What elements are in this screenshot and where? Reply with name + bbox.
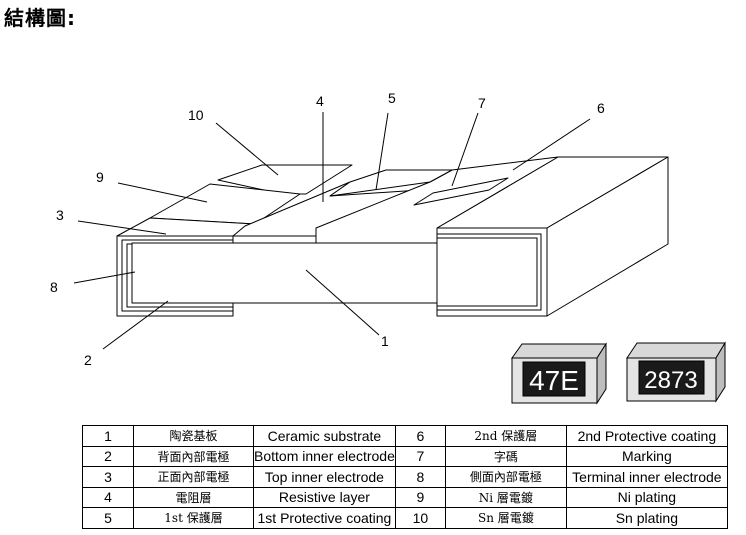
callout-4: 4 (316, 93, 324, 109)
callout-6: 6 (597, 100, 605, 116)
second-protective-coating (329, 169, 453, 197)
item-number: 3 (82, 466, 134, 488)
component-table: 1 陶瓷基板 Ceramic substrate 6 2nd 保護層 2nd P… (82, 425, 728, 529)
chip-marking-text: 2873 (644, 367, 697, 394)
table-row: 1 陶瓷基板 Ceramic substrate 6 2nd 保護層 2nd P… (82, 425, 728, 447)
page-title: 結構圖: (4, 6, 76, 30)
item-name-en: Top inner electrode (253, 466, 396, 488)
item-number: 5 (82, 507, 134, 529)
item-number: 9 (394, 486, 446, 508)
item-name-en: Marking (565, 445, 728, 467)
callout-7: 7 (478, 95, 486, 111)
leader-line-3 (77, 220, 167, 235)
item-number: 8 (394, 466, 446, 488)
item-name-zh: 陶瓷基板 (133, 425, 254, 447)
item-name-zh: Sn 層電鍍 (444, 507, 567, 529)
item-name-zh: 正面內部電極 (133, 466, 254, 488)
item-name-zh: 1st 保護層 (133, 507, 254, 529)
leader-line-9 (117, 182, 208, 203)
item-number: 2 (82, 445, 134, 467)
leader-line-8 (73, 271, 136, 284)
leader-line-7 (451, 112, 479, 187)
table-row: 4 電阻層 Resistive layer 9 Ni 層電鍍 Ni platin… (82, 486, 728, 508)
item-number: 6 (394, 425, 446, 447)
item-number: 10 (394, 507, 446, 529)
chip-marking-2873: 2873 (626, 341, 726, 403)
item-name-zh: 電阻層 (133, 486, 254, 508)
right-terminal-front (436, 227, 548, 317)
marking-slot (413, 177, 509, 206)
item-name-en: Resistive layer (253, 486, 396, 508)
leader-line-5 (375, 112, 389, 191)
leader-line-10 (215, 122, 279, 176)
item-name-en: Terminal inner electrode (565, 466, 728, 488)
table-row: 3 正面內部電極 Top inner electrode 8 側面內部電極 Te… (82, 466, 728, 488)
item-name-en: Bottom inner electrode (253, 445, 396, 467)
callout-8: 8 (50, 279, 58, 295)
table-row: 5 1st 保護層 1st Protective coating 10 Sn 層… (82, 507, 728, 529)
item-name-en: 2nd Protective coating (565, 425, 728, 447)
right-terminal-inner (437, 233, 542, 311)
callout-2: 2 (84, 352, 92, 368)
leader-line-1 (305, 269, 380, 336)
chip-marking-47e: 47E (511, 342, 607, 405)
leader-line-6 (512, 118, 591, 171)
callout-10: 10 (188, 107, 204, 123)
callout-5: 5 (388, 90, 396, 106)
item-name-en: Ceramic substrate (253, 425, 396, 447)
item-name-zh: 側面內部電極 (444, 466, 567, 488)
callout-9: 9 (96, 169, 104, 185)
item-name-zh: 字碼 (444, 445, 567, 467)
table-row: 2 背面內部電極 Bottom inner electrode 7 字碼 Mar… (82, 445, 728, 467)
item-name-zh: 背面內部電極 (133, 445, 254, 467)
chip-marking-text: 47E (529, 365, 579, 396)
item-number: 4 (82, 486, 134, 508)
leader-line-2 (102, 300, 169, 350)
callout-3: 3 (56, 207, 64, 223)
item-name-en: 1st Protective coating (253, 507, 396, 529)
ceramic-substrate-front (131, 242, 438, 304)
callout-1: 1 (381, 333, 389, 349)
item-name-en: Sn plating (565, 507, 728, 529)
item-name-zh: Ni 層電鍍 (444, 486, 567, 508)
item-name-zh: 2nd 保護層 (444, 425, 567, 447)
item-name-en: Ni plating (565, 486, 728, 508)
item-number: 7 (394, 445, 446, 467)
resistor-structure-diagram: 1 2 3 4 5 6 7 8 9 10 47E 2873 (50, 90, 726, 405)
item-number: 1 (82, 425, 134, 447)
